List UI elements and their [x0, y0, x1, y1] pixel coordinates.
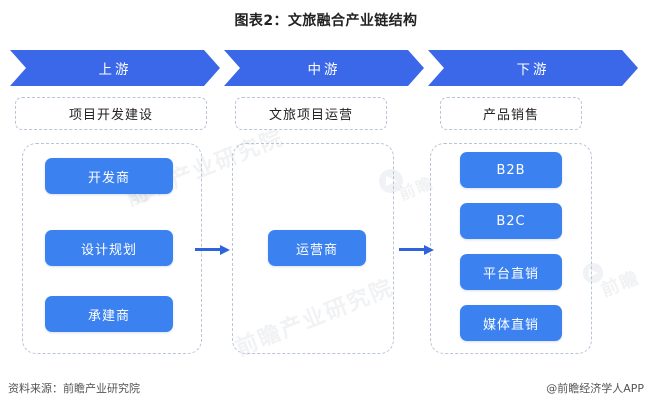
banner-segment-downstream[interactable]: 下游 [428, 50, 638, 86]
node-card-developer[interactable]: 开发商 [45, 158, 173, 194]
arrow-shaft [399, 248, 425, 251]
stage-label-midstream: 文旅项目运营 [235, 97, 387, 130]
arrow-head [424, 245, 434, 255]
brand-note: @前瞻经济学人APP [546, 382, 644, 395]
node-card-contractor[interactable]: 承建商 [45, 296, 173, 332]
banner-segment-label: 上游 [98, 62, 132, 78]
banner-segment-upstream[interactable]: 上游 [10, 50, 220, 86]
banner-segment-label: 中游 [307, 62, 341, 78]
node-card-design-planning[interactable]: 设计规划 [45, 230, 173, 266]
stage-label-upstream: 项目开发建设 [15, 97, 207, 130]
node-card-platform-direct-sales[interactable]: 平台直销 [460, 254, 562, 290]
source-note: 资料来源：前瞻产业研究院 [8, 382, 140, 395]
arrow-right-icon [195, 245, 231, 255]
column-container-midstream [232, 143, 394, 354]
pipeline-banner: 上游 中游 下游 [10, 50, 638, 86]
arrow-shaft [195, 248, 221, 251]
arrow-right-icon [399, 245, 435, 255]
node-card-b2c[interactable]: B2C [460, 203, 562, 239]
stage-label-downstream: 产品销售 [440, 97, 582, 130]
arrow-head [220, 245, 230, 255]
node-card-b2b[interactable]: B2B [460, 152, 562, 188]
watermark-text: 前瞻 [598, 267, 644, 302]
page-title: 图表2：文旅融合产业链结构 [234, 13, 418, 29]
node-card-media-direct-sales[interactable]: 媒体直销 [460, 305, 562, 341]
banner-segment-label: 下游 [516, 62, 550, 78]
banner-segment-midstream[interactable]: 中游 [224, 50, 424, 86]
node-card-operator[interactable]: 运营商 [268, 230, 366, 266]
